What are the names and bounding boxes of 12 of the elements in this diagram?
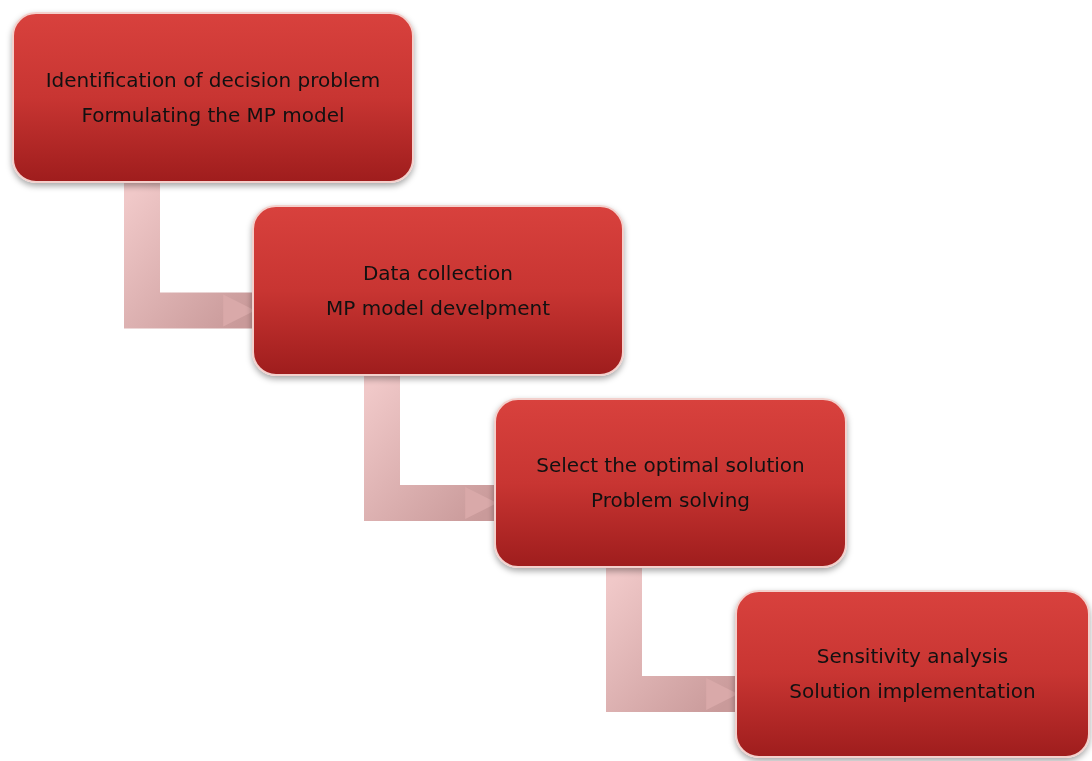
box-text: Sensitivity analysis bbox=[816, 643, 1009, 670]
box-text: Identification of decision problem bbox=[45, 66, 381, 94]
box-text: Data collection bbox=[362, 259, 514, 287]
box-text: Problem solving bbox=[590, 487, 751, 514]
process-box bbox=[252, 205, 624, 376]
box-text: Select the optimal solution bbox=[536, 452, 805, 479]
box-text: Solution implementation bbox=[789, 678, 1036, 705]
process-box bbox=[12, 12, 414, 183]
process-box bbox=[494, 398, 847, 568]
process-box bbox=[735, 590, 1090, 758]
box-text: MP model develpment bbox=[326, 294, 550, 322]
box-text: Formulating the MP model bbox=[81, 101, 345, 129]
